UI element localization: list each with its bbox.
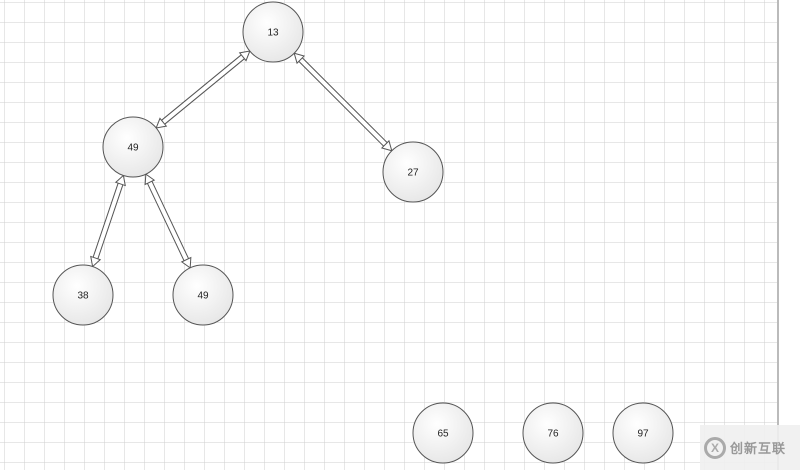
node-circle [522, 402, 584, 464]
node-label: 27 [407, 168, 419, 179]
node-n65[interactable]: 65 [412, 402, 474, 464]
node-label: 13 [267, 28, 279, 39]
node-circle [172, 264, 234, 326]
node-n97[interactable]: 97 [612, 402, 674, 464]
node-n49b[interactable]: 49 [172, 264, 234, 326]
node-n27[interactable]: 27 [382, 141, 444, 203]
node-n49a[interactable]: 49 [102, 116, 164, 178]
arrowhead-end-icon [180, 256, 192, 269]
edge-n13-n27 [293, 52, 393, 152]
node-label: 49 [127, 143, 139, 154]
node-n76[interactable]: 76 [522, 402, 584, 464]
node-n13[interactable]: 13 [242, 1, 304, 63]
watermark-logo-icon: X [704, 436, 726, 459]
node-circle [242, 1, 304, 63]
edge-n49a-n38 [90, 174, 126, 268]
node-circle [412, 402, 474, 464]
arrowhead-end-icon [380, 139, 393, 152]
arrowhead-end-icon [155, 117, 168, 129]
watermark: X 创新互联 [700, 425, 800, 470]
node-label: 65 [437, 429, 449, 440]
arrowhead-end-icon [90, 255, 102, 268]
arrowhead-start-icon [114, 174, 126, 187]
node-circle [382, 141, 444, 203]
node-label: 76 [547, 429, 559, 440]
arrowhead-start-icon [144, 173, 156, 186]
grid-background [0, 0, 778, 470]
edge-n13-n49a [155, 50, 251, 129]
watermark-text: 创新互联 [730, 441, 787, 456]
node-circle [102, 116, 164, 178]
node-circle [612, 402, 674, 464]
arrowhead-start-icon [293, 52, 306, 65]
node-label: 49 [197, 291, 209, 302]
node-label: 38 [77, 291, 89, 302]
node-n38[interactable]: 38 [52, 264, 114, 326]
node-label: 97 [637, 429, 649, 440]
edge-n49a-n49b [144, 173, 192, 269]
arrowhead-start-icon [238, 50, 251, 62]
node-circle [52, 264, 114, 326]
